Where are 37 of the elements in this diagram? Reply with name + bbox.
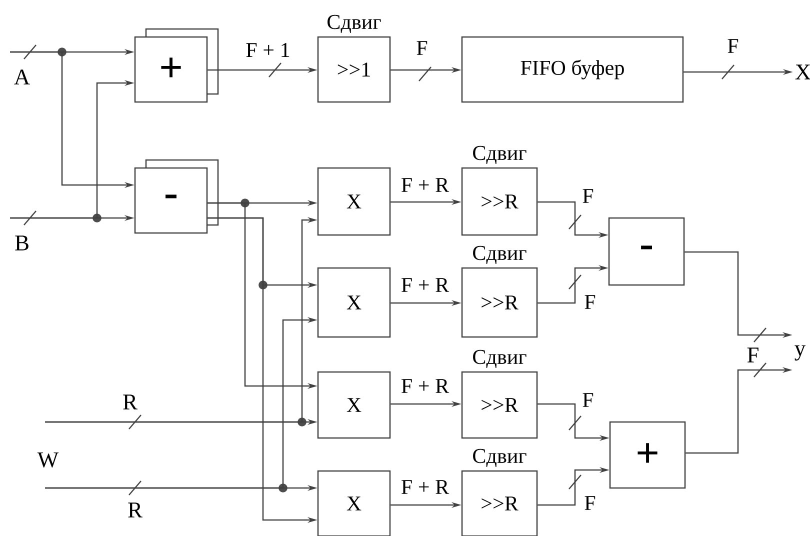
block-box: FIFO буфер <box>461 36 684 103</box>
block-box: X <box>317 371 391 439</box>
signal-label: F <box>747 348 758 362</box>
edge-label: F <box>582 294 598 310</box>
box-heading: Сдвиг <box>473 448 526 467</box>
box-heading: Сдвиг <box>473 146 526 164</box>
edge-label: F + R <box>399 378 451 394</box>
stacked-box: - <box>134 159 219 234</box>
block-box: - <box>608 217 685 286</box>
edge-label: F + 1 <box>244 42 292 58</box>
signal-label: R <box>123 394 138 410</box>
signal-label: A <box>14 70 30 84</box>
signal-label: W <box>37 452 59 468</box>
edge-label: F <box>582 494 598 512</box>
block-box: X <box>317 167 391 236</box>
box-heading: Сдвиг <box>473 246 526 264</box>
block-box: + <box>609 421 686 489</box>
block-box: X <box>317 470 391 536</box>
block-box: >>R <box>461 470 538 536</box>
stacked-box: + <box>134 28 219 103</box>
signal-label: y <box>794 345 806 361</box>
edge-label: F + R <box>399 276 451 294</box>
block-box: X <box>317 267 391 338</box>
signal-label: R <box>128 502 142 518</box>
block-box: >>1 <box>317 36 391 103</box>
edge-label: F <box>580 188 596 204</box>
block-box: >>R <box>461 371 538 439</box>
block-box: >>R <box>461 267 538 338</box>
edge-label: F <box>580 392 596 408</box>
box-heading: Сдвиг <box>473 350 526 368</box>
box-heading: Сдвиг <box>328 14 381 33</box>
edge-label: F + R <box>399 478 451 496</box>
signal-label: B <box>15 236 28 250</box>
edge-label: F <box>414 40 430 56</box>
edge-label: F <box>726 38 740 54</box>
block-box: >>R <box>461 167 538 236</box>
edge-label: F + R <box>399 176 451 194</box>
